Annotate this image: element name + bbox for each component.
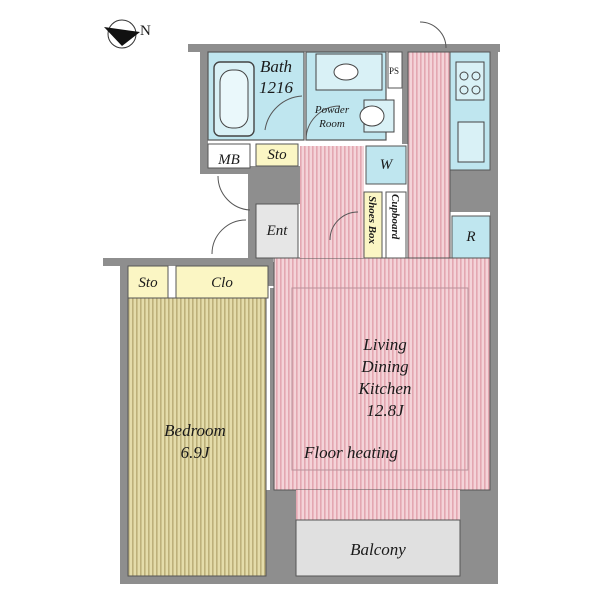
ldk-label-1: Living [363, 335, 407, 354]
compass [104, 19, 140, 49]
bedroom-label: Bedroom [164, 421, 226, 440]
walls [103, 44, 500, 584]
refrigerator-label: R [466, 229, 476, 245]
shoes-box [363, 191, 383, 259]
stove [455, 61, 485, 101]
closet-box [175, 265, 269, 299]
balcony-floor [295, 519, 461, 577]
entrance-floor [255, 203, 299, 259]
toilet [363, 99, 395, 133]
cupboard-box [385, 191, 407, 259]
cupboard-label: Cupboard [389, 194, 401, 240]
powder-room-label-1: Powder [314, 104, 350, 116]
refrigerator-space [451, 215, 491, 259]
ldk-label-2: Dining [361, 357, 409, 376]
washer-label: W [379, 157, 393, 173]
sto-hall-label: Sto [267, 147, 287, 163]
balcony-label: Balcony [350, 540, 406, 559]
mb-box [207, 143, 251, 169]
entrance-label: Ent [266, 223, 288, 239]
mb-label: MB [218, 152, 240, 168]
bedroom-floor [127, 297, 267, 577]
ldk-floor [273, 257, 491, 491]
sto-hall-box [255, 143, 299, 167]
ldk-label-3: Kitchen [358, 379, 412, 398]
ps-label: PS [389, 66, 400, 76]
ldk-size-label: 12.8J [366, 401, 404, 420]
shoes-box-label: Shoes Box [366, 196, 378, 244]
closet-label: Clo [211, 275, 233, 291]
floor-heating-area [291, 287, 469, 471]
washer-space [365, 145, 407, 185]
sto-bedroom-box [127, 265, 169, 299]
compass-north-label: N [140, 23, 151, 39]
bath-size-label: 1216 [259, 78, 293, 97]
bath-label: Bath [259, 57, 293, 76]
bedroom-size-label: 6.9J [180, 443, 210, 462]
floor-heating-label: Floor heating [304, 443, 398, 462]
kitchen-sink [457, 121, 485, 163]
powder-room-label-2: Room [319, 118, 345, 130]
compass-arrow-icon [104, 27, 140, 46]
sto-bedroom-label: Sto [138, 275, 158, 291]
